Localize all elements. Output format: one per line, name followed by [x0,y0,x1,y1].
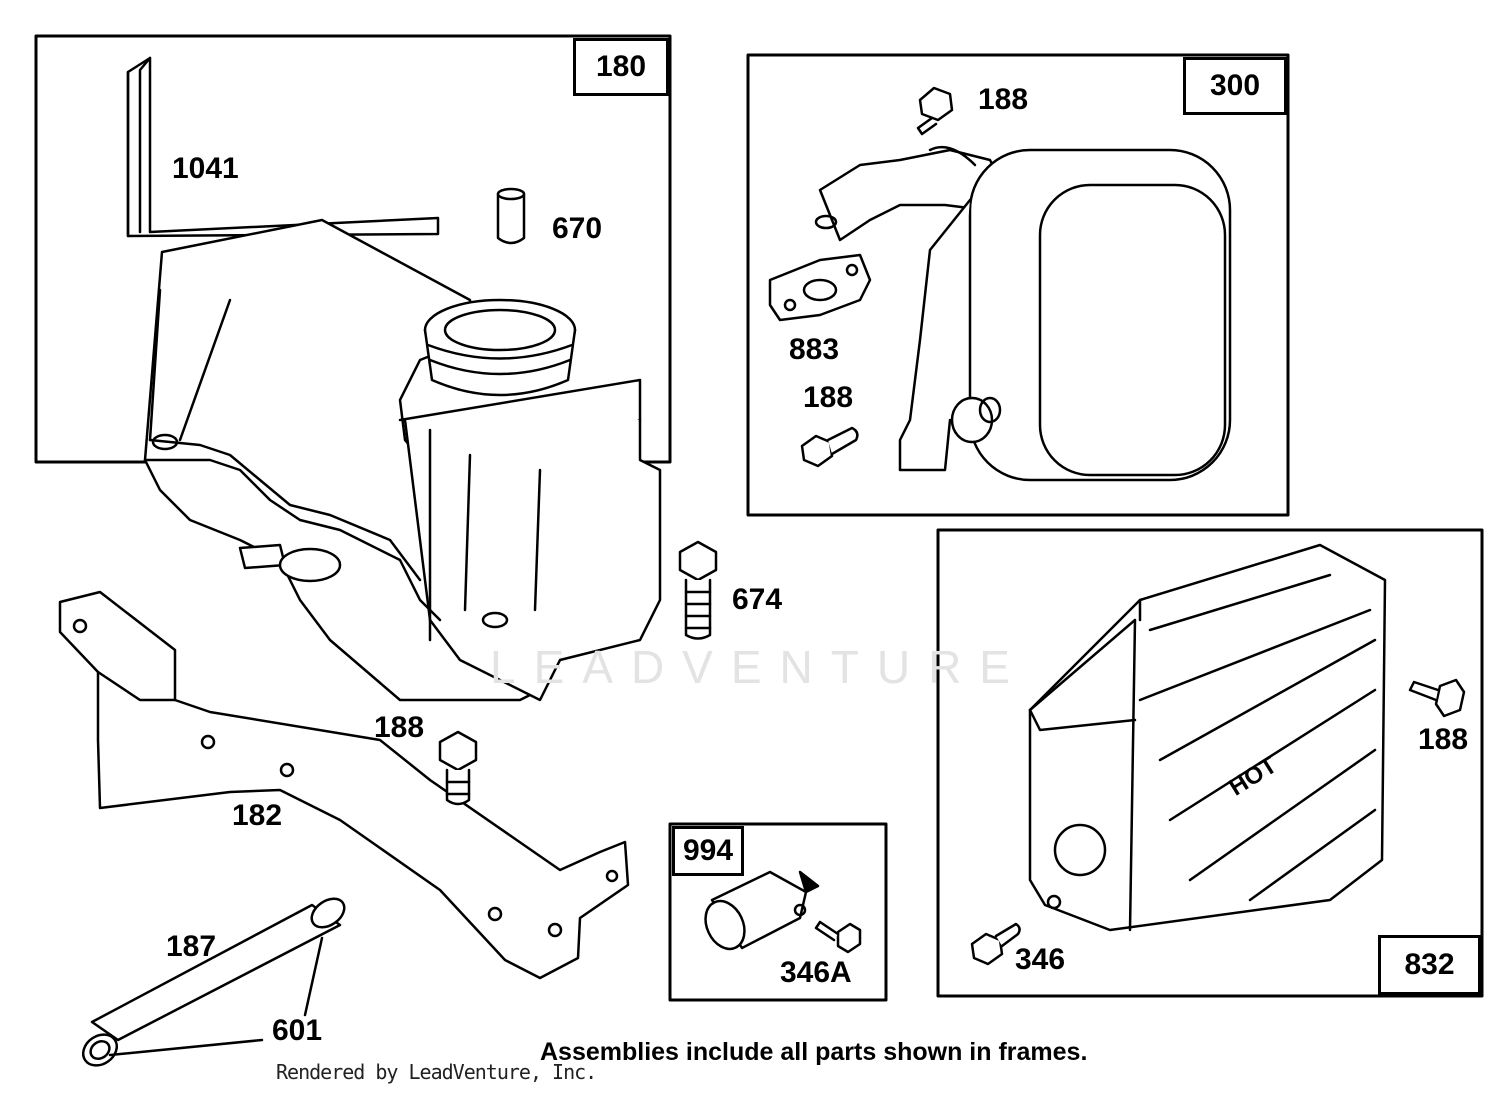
frame-300-label: 300 [1183,57,1287,115]
callout-182: 182 [232,799,283,832]
callout-188-mid: 188 [803,381,854,414]
callout-670: 670 [552,212,603,245]
callout-883: 883 [789,333,840,366]
frame-832-label: 832 [1378,935,1481,995]
frame-994-border [668,822,888,1002]
callout-601: 601 [272,1014,323,1047]
assembly-note: Assemblies include all parts shown in fr… [540,1038,1088,1066]
bolt-188-bracket [438,730,478,806]
spark-arrester-994 [704,870,862,954]
heat-guard-832 [970,543,1466,966]
fuel-tank [143,218,662,702]
frame-300-border [746,53,1290,517]
frame-994-label: 994 [672,826,744,876]
muffler-300 [768,86,1232,482]
frame-180-label: 180 [573,38,669,96]
callout-674: 674 [732,583,783,616]
frame-832-border [936,528,1484,998]
bracket-182 [58,590,630,980]
callout-1041: 1041 [172,152,239,185]
watermark: LEADVENTURE [490,641,1028,693]
callout-188-guard: 188 [1418,723,1469,756]
callout-187: 187 [166,930,217,963]
bolt-674 [678,540,718,640]
render-credit: Rendered by LeadVenture, Inc. [276,1060,597,1084]
spacer-670 [496,187,526,245]
fuel-line-187 [81,897,346,1067]
callout-346: 346 [1015,943,1066,976]
callout-346A: 346A [780,956,852,989]
callout-188-bracket: 188 [374,711,425,744]
callout-188-top: 188 [978,83,1029,116]
tank-strap [126,56,440,238]
